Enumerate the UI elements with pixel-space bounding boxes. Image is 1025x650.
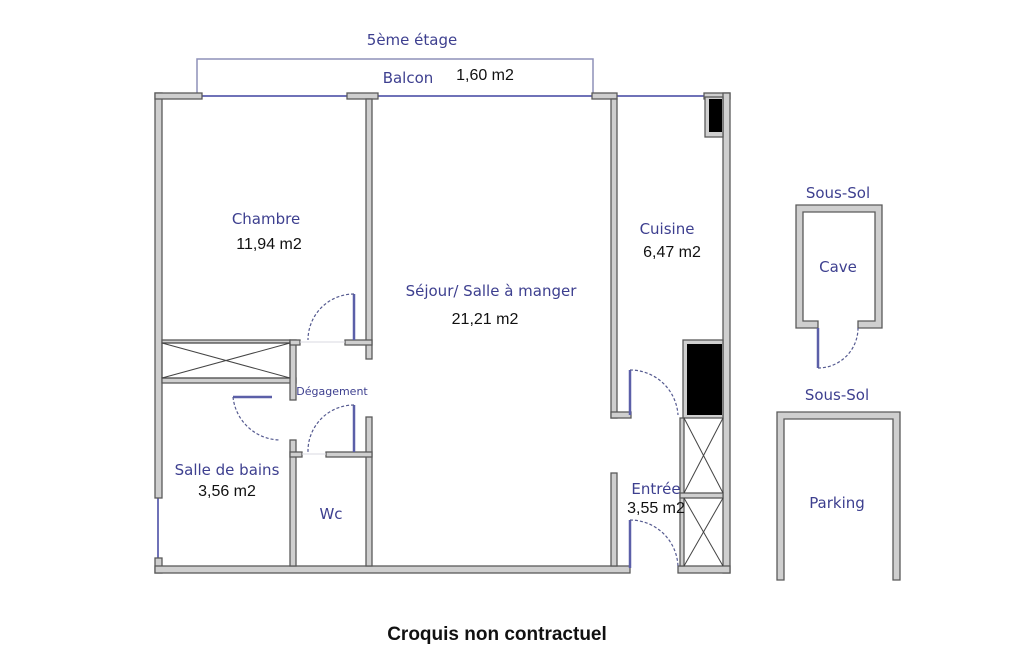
- cave-plan: [795, 204, 883, 369]
- room-degagement-name: Dégagement: [296, 385, 368, 398]
- room-salle-de-bains-area: 3,56 m2: [198, 483, 256, 500]
- room-wc-name: Wc: [319, 505, 343, 523]
- walls: [154, 92, 731, 574]
- room-entree-name: Entrée: [631, 480, 681, 498]
- doors: [232, 293, 679, 569]
- room-salle-de-bains-name: Salle de bains: [174, 461, 280, 479]
- room-entree-area: 3,55 m2: [627, 500, 685, 517]
- room-sejour-name: Séjour/ Salle à manger: [405, 282, 577, 300]
- parking-name: Parking: [809, 494, 865, 512]
- parking-level: Sous-Sol: [804, 386, 870, 404]
- parking-plan: [776, 411, 901, 581]
- balcony-name: Balcon: [382, 69, 434, 87]
- floor-label: 5ème étage: [366, 31, 458, 49]
- cave-level: Sous-Sol: [805, 184, 871, 202]
- room-cuisine-name: Cuisine: [639, 220, 695, 238]
- technical-cabinet: [687, 344, 722, 415]
- cave-name: Cave: [819, 258, 857, 276]
- room-chambre-name: Chambre: [231, 210, 301, 228]
- balcony-area: 1,60 m2: [456, 67, 514, 84]
- disclaimer: Croquis non contractuel: [387, 624, 607, 645]
- room-cuisine-area: 6,47 m2: [643, 244, 701, 261]
- room-sejour-area: 21,21 m2: [451, 311, 519, 328]
- storage-crosses: [161, 342, 724, 567]
- duct-shaft: [709, 99, 722, 132]
- room-chambre-area: 11,94 m2: [236, 236, 302, 253]
